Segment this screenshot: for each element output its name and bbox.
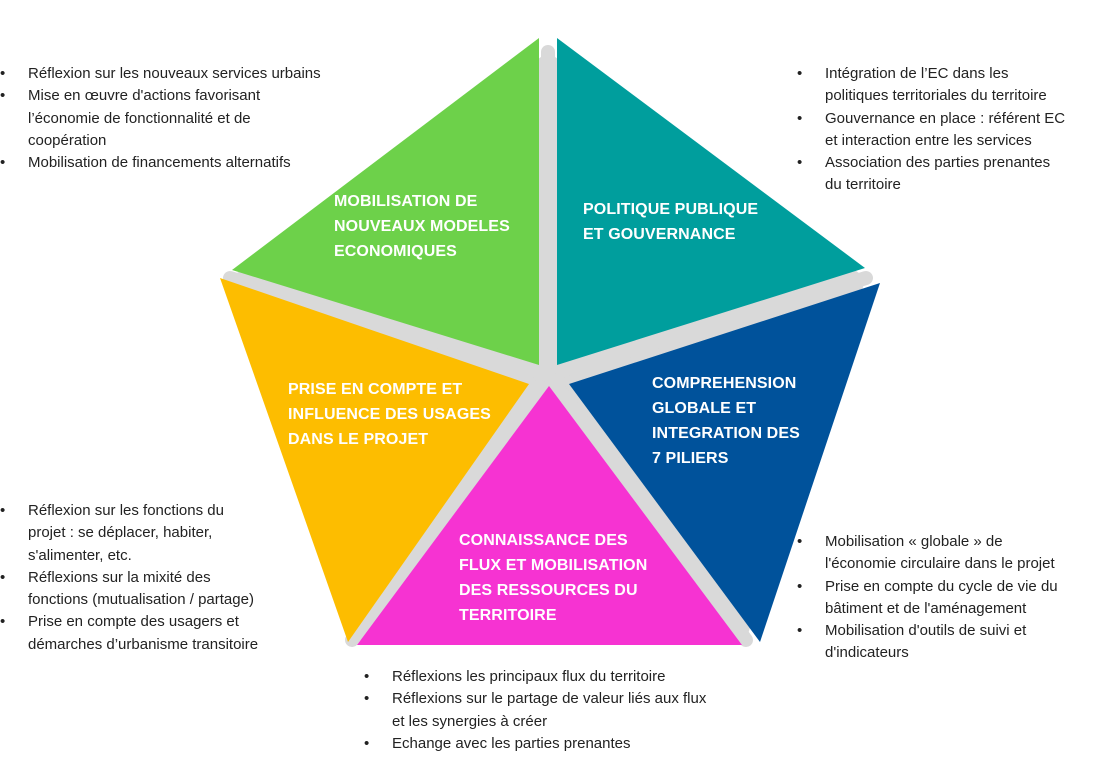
segment-yellow-usages bbox=[220, 278, 529, 642]
bullet-line: Mobilisation de financements alternatifs bbox=[28, 154, 291, 172]
bullets-mid-left: Réflexion sur les fonctions du projet : … bbox=[0, 500, 258, 656]
title-line: ET GOUVERNANCE bbox=[583, 226, 736, 243]
bullets-bottom: Réflexions les principaux flux du territ… bbox=[364, 666, 706, 755]
list-item: Mobilisation « globale » de l'économie c… bbox=[797, 531, 1058, 576]
bullet-line: politiques territoriales du territoire bbox=[825, 87, 1047, 105]
bullet-line: et les synergies à créer bbox=[392, 712, 548, 730]
bullet-line: s'alimenter, etc. bbox=[28, 546, 132, 564]
list-item: Prise en compte des usagers et démarches… bbox=[0, 611, 258, 656]
bullet-line: Mobilisation « globale » de bbox=[825, 533, 1003, 550]
list-item: Association des parties prenantes du ter… bbox=[797, 152, 1065, 197]
bullets-mid-right: Mobilisation « globale » de l'économie c… bbox=[797, 531, 1058, 665]
bullet-line: du territoire bbox=[825, 176, 901, 194]
bullet-line: fonctions (mutualisation / partage) bbox=[28, 591, 254, 609]
bullet-line: Réflexions sur la mixité des bbox=[28, 568, 211, 586]
bullet-line: Prise en compte des usagers et bbox=[28, 613, 239, 631]
list-item: Réflexion sur les nouveaux services urba… bbox=[0, 63, 321, 86]
bullet-line: Réflexions les principaux flux du territ… bbox=[392, 668, 666, 685]
bullet-line: l’économie de fonctionnalité et de bbox=[28, 109, 251, 127]
bullet-line: l'économie circulaire dans le projet bbox=[825, 555, 1055, 573]
list-item: Réflexions les principaux flux du territ… bbox=[364, 666, 706, 689]
title-line: POLITIQUE PUBLIQUE bbox=[583, 201, 759, 218]
bullet-line: démarches d’urbanisme transitoire bbox=[28, 635, 259, 653]
title-line: NOUVEAUX MODELES bbox=[334, 218, 510, 235]
bullet-line: Association des parties prenantes bbox=[825, 154, 1051, 172]
bullet-line: Réflexion sur les nouveaux services urba… bbox=[28, 65, 321, 82]
list-item: Mise en œuvre d'actions favorisant l’éco… bbox=[0, 85, 321, 152]
title-line: 7 PILIERS bbox=[652, 450, 729, 467]
list-item: Mobilisation de financements alternatifs bbox=[0, 152, 321, 175]
segment-title-green: MOBILISATION DE NOUVEAUX MODELES ECONOMI… bbox=[334, 189, 510, 264]
segment-title-teal: POLITIQUE PUBLIQUE ET GOUVERNANCE bbox=[583, 197, 758, 247]
segment-magenta-flows-resources bbox=[357, 386, 742, 645]
list-item: Réflexions sur le partage de valeur liés… bbox=[364, 688, 706, 733]
list-item: Réflexions sur la mixité des fonctions (… bbox=[0, 567, 258, 612]
title-line: INTEGRATION DES bbox=[652, 425, 800, 442]
bullet-line: et interaction entre les services bbox=[825, 131, 1032, 149]
title-line: FLUX ET MOBILISATION bbox=[459, 557, 648, 574]
bullet-line: Intégration de l’EC dans les bbox=[825, 65, 1009, 82]
title-line: TERRITOIRE bbox=[459, 607, 557, 624]
segment-title-blue: COMPREHENSION GLOBALE ET INTEGRATION DES… bbox=[652, 371, 800, 471]
list-item: Gouvernance en place : référent EC et in… bbox=[797, 108, 1065, 153]
title-line: GLOBALE ET bbox=[652, 400, 757, 417]
bullet-line: projet : se déplacer, habiter, bbox=[28, 524, 213, 542]
bullet-line: Prise en compte du cycle de vie du bbox=[825, 577, 1058, 595]
segment-green-economic-models bbox=[232, 38, 539, 365]
segment-title-yellow: PRISE EN COMPTE ET INFLUENCE DES USAGES … bbox=[288, 377, 491, 452]
bullet-line: Réflexions sur le partage de valeur liés… bbox=[392, 690, 707, 708]
segment-teal-public-policy bbox=[557, 38, 865, 365]
list-item: Echange avec les parties prenantes bbox=[364, 733, 706, 756]
title-line: DES RESSOURCES DU bbox=[459, 582, 638, 599]
bullet-line: coopération bbox=[28, 131, 107, 149]
bullet-line: Mise en œuvre d'actions favorisant bbox=[28, 87, 261, 105]
title-line: COMPREHENSION bbox=[652, 375, 797, 392]
title-line: PRISE EN COMPTE ET bbox=[288, 381, 463, 398]
bullets-top-left: Réflexion sur les nouveaux services urba… bbox=[0, 63, 321, 175]
bullet-line: bâtiment et de l'aménagement bbox=[825, 599, 1027, 617]
list-item: Prise en compte du cycle de vie du bâtim… bbox=[797, 576, 1058, 621]
bullets-top-right: Intégration de l’EC dans les politiques … bbox=[797, 63, 1065, 197]
title-line: MOBILISATION DE bbox=[334, 193, 478, 210]
title-line: ECONOMIQUES bbox=[334, 243, 457, 260]
segment-title-magenta: CONNAISSANCE DES FLUX ET MOBILISATION DE… bbox=[459, 528, 647, 628]
list-item: Réflexion sur les fonctions du projet : … bbox=[0, 500, 258, 567]
bullet-line: Echange avec les parties prenantes bbox=[392, 734, 631, 752]
title-line: CONNAISSANCE DES bbox=[459, 532, 628, 549]
bullet-line: Réflexion sur les fonctions du bbox=[28, 502, 224, 519]
bullet-line: Gouvernance en place : référent EC bbox=[825, 109, 1066, 127]
list-item: Mobilisation d'outils de suivi et d'indi… bbox=[797, 620, 1058, 665]
list-item: Intégration de l’EC dans les politiques … bbox=[797, 63, 1065, 108]
bullet-line: Mobilisation d'outils de suivi et bbox=[825, 622, 1027, 640]
segment-blue-global-understanding bbox=[569, 283, 880, 642]
title-line: DANS LE PROJET bbox=[288, 431, 429, 448]
title-line: INFLUENCE DES USAGES bbox=[288, 406, 491, 423]
divider-arms bbox=[223, 45, 873, 647]
bullet-line: d'indicateurs bbox=[825, 644, 909, 662]
